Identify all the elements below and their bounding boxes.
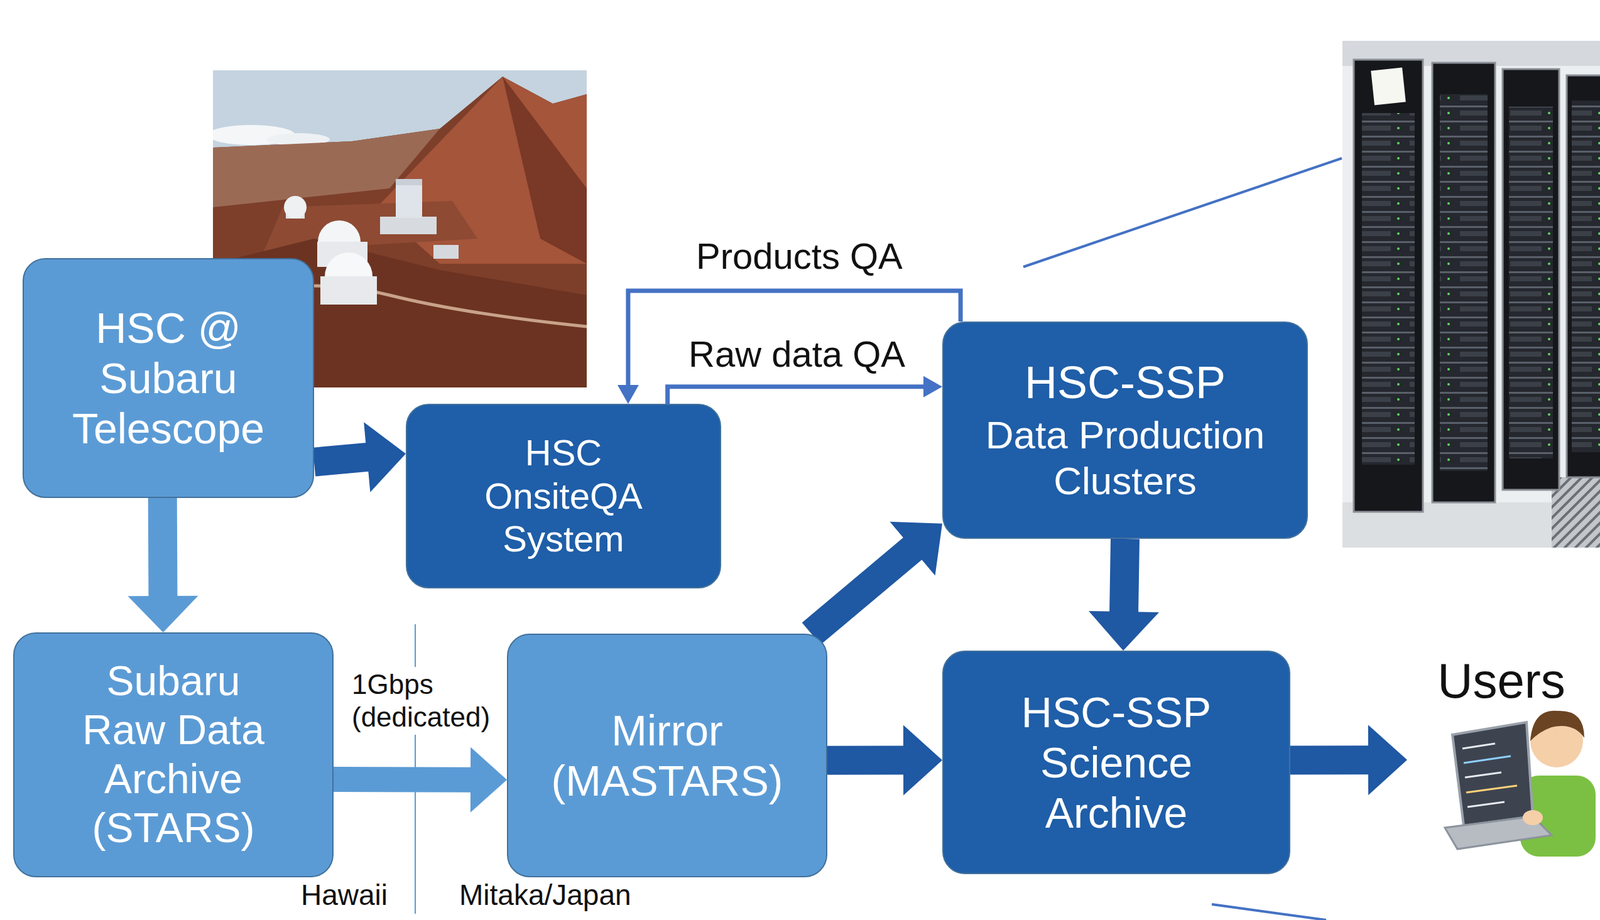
arrow-head: [1368, 724, 1408, 796]
node-title: HSC @ Subaru Telescope: [42, 302, 294, 455]
block-arrow: [811, 522, 943, 634]
arrow-head: [470, 747, 507, 813]
arrow-shaft: [667, 386, 925, 404]
block-arrow: [127, 498, 198, 633]
enclosure-top: [395, 179, 423, 186]
arrow-head: [903, 725, 943, 796]
arrow-head: [890, 522, 943, 577]
rack-servers: [1571, 100, 1600, 453]
callout-line: [1211, 904, 1327, 920]
archive-box: HSC-SSP Science Archive: [942, 650, 1291, 875]
process-box: HSC OnsiteQA System: [405, 403, 722, 589]
paper-note: [1370, 67, 1406, 106]
node-title: Subaru Raw Data Archive (STARS): [66, 657, 281, 854]
code-line: [1466, 785, 1518, 793]
rack-servers: [1361, 113, 1415, 465]
edge-label: Raw data QA: [683, 331, 911, 377]
site-label: Hawaii: [295, 879, 393, 911]
laptop-screen: [1452, 722, 1533, 827]
arrow-shaft: [333, 767, 472, 793]
server-rack: [1566, 75, 1600, 478]
room-wall: [1342, 40, 1600, 548]
user-hand: [1522, 810, 1543, 826]
dome-base: [320, 276, 377, 305]
block-arrow: [314, 422, 406, 493]
block-arrow: [1290, 724, 1408, 796]
telescope-enclosure: [395, 179, 423, 218]
block-arrow: [827, 725, 943, 796]
rack-servers: [1439, 94, 1488, 472]
rack-servers: [1508, 106, 1553, 459]
system-box: HSC @ Subaru Telescope: [22, 258, 315, 499]
node-title: HSC OnsiteQA System: [462, 431, 664, 561]
arrow-shaft: [827, 746, 904, 776]
code-line: [1467, 802, 1505, 808]
arrow-head: [363, 422, 406, 493]
node-title: HSC-SSP: [1024, 356, 1226, 410]
block-arrow: [1088, 538, 1160, 651]
site-label: Mitaka/Japan: [454, 879, 637, 911]
callout-line: [1023, 158, 1342, 267]
node-title: Users: [1437, 652, 1566, 710]
archive-box: Subaru Raw Data Archive (STARS): [13, 632, 334, 878]
arrow-shaft: [314, 457, 368, 463]
cone-shadow: [502, 76, 587, 264]
user-hair: [1530, 711, 1585, 742]
dome: [283, 195, 307, 219]
process-box: HSC-SSPData Production Clusters: [942, 321, 1308, 539]
arrow-shaft: [1290, 745, 1369, 775]
node-title: Mirror (MASTARS): [535, 705, 800, 806]
user-illustration: [1444, 711, 1596, 857]
arrow-shaft: [148, 498, 178, 597]
telescope-building: [380, 216, 437, 235]
qa-arrow: [617, 290, 961, 404]
edge-label: 1Gbps (dedicated): [346, 667, 498, 735]
arrow-shaft: [1123, 538, 1126, 613]
code-line: [1464, 772, 1502, 778]
arrow-head: [617, 385, 639, 404]
arrow-shaft: [628, 290, 961, 386]
code-line: [1463, 756, 1511, 764]
arrow-head: [127, 596, 198, 633]
node-text: Data Production Clusters: [961, 412, 1289, 504]
server-rack: [1502, 69, 1560, 490]
code-line: [1462, 743, 1496, 749]
building: [433, 244, 459, 259]
arrow-shaft: [811, 548, 914, 634]
archive-box: Mirror (MASTARS): [506, 633, 828, 878]
user-node: Users: [1407, 640, 1596, 861]
block-arrow: [333, 747, 507, 813]
node-title: HSC-SSP Science Archive: [984, 687, 1249, 839]
edge-label: Products QA: [691, 233, 908, 279]
server-rack: [1432, 62, 1496, 503]
arrow-head: [1088, 611, 1160, 651]
server-photo: [1342, 40, 1600, 548]
arrow-head: [923, 376, 943, 398]
qa-arrow: [667, 376, 943, 404]
server-rack: [1353, 59, 1423, 512]
